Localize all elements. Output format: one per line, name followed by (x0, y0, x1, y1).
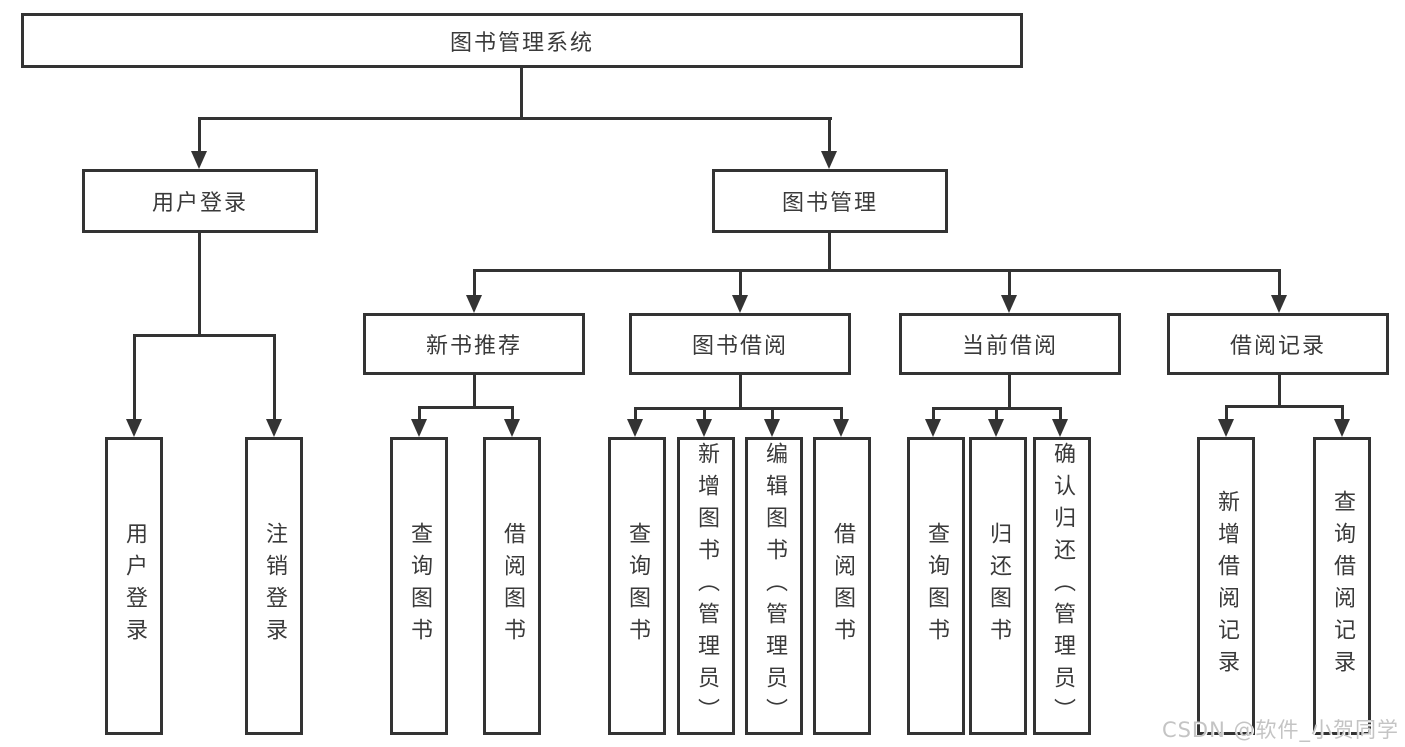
connector (198, 117, 832, 120)
connector (932, 407, 935, 422)
connector (995, 407, 998, 422)
leaf-logout: 注销登录 (245, 437, 303, 735)
connector (1225, 405, 1343, 408)
arrowhead (627, 419, 643, 437)
leaf-query-book-3: 查询图书 (907, 437, 965, 735)
connector (828, 233, 831, 272)
arrowhead (821, 151, 837, 169)
connector (828, 117, 831, 153)
connector (418, 406, 421, 422)
leaf-query-book-2-label: 查询图书 (625, 522, 650, 650)
leaf-query-book-1-label: 查询图书 (407, 522, 432, 650)
leaf-confirm-return-admin-label: 确认归还（管理员） (1050, 442, 1075, 730)
connector (511, 406, 514, 422)
connector (634, 407, 843, 410)
leaf-add-book-admin-label: 新增图书（管理员） (694, 442, 719, 730)
node-library-system: 图书管理系统 (21, 13, 1023, 68)
leaf-borrow-book-1: 借阅图书 (483, 437, 541, 735)
connector (703, 407, 706, 422)
arrowhead (925, 419, 941, 437)
arrowhead (764, 419, 780, 437)
leaf-query-book-3-label: 查询图书 (924, 522, 949, 650)
connector (198, 233, 201, 337)
connector (1341, 405, 1344, 422)
leaf-add-book-admin: 新增图书（管理员） (677, 437, 735, 735)
connector (771, 407, 774, 422)
arrowhead (1271, 295, 1287, 313)
arrowhead (732, 295, 748, 313)
arrowhead (1001, 295, 1017, 313)
leaf-add-borrow-record-label: 新增借阅记录 (1214, 490, 1239, 682)
leaf-borrow-book-2: 借阅图书 (813, 437, 871, 735)
node-new-book-recommend: 新书推荐 (363, 313, 585, 375)
connector (273, 334, 276, 422)
connector (1225, 405, 1228, 422)
connector (1278, 269, 1281, 297)
connector (840, 407, 843, 422)
leaf-query-book-1: 查询图书 (390, 437, 448, 735)
leaf-borrow-book-1-label: 借阅图书 (500, 522, 525, 650)
leaf-query-book-2: 查询图书 (608, 437, 666, 735)
connector (418, 406, 514, 409)
leaf-user-login: 用户登录 (105, 437, 163, 735)
connector (1008, 269, 1011, 297)
arrowhead (191, 151, 207, 169)
arrowhead (696, 419, 712, 437)
node-borrow-record: 借阅记录 (1167, 313, 1389, 375)
connector (739, 375, 742, 409)
leaf-query-borrow-record-label: 查询借阅记录 (1330, 490, 1355, 682)
connector (739, 269, 742, 297)
connector (133, 334, 276, 337)
connector (1278, 375, 1281, 408)
arrowhead (126, 419, 142, 437)
node-book-borrow: 图书借阅 (629, 313, 851, 375)
leaf-return-book: 归还图书 (969, 437, 1027, 735)
connector (1008, 375, 1011, 409)
node-current-borrow: 当前借阅 (899, 313, 1121, 375)
arrowhead (1052, 419, 1068, 437)
leaf-edit-book-admin-label: 编辑图书（管理员） (762, 442, 787, 730)
arrowhead (266, 419, 282, 437)
leaf-logout-label: 注销登录 (262, 522, 287, 650)
node-book-management: 图书管理 (712, 169, 948, 233)
leaf-edit-book-admin: 编辑图书（管理员） (745, 437, 803, 735)
arrowhead (1218, 419, 1234, 437)
leaf-return-book-label: 归还图书 (986, 522, 1011, 650)
arrowhead (411, 419, 427, 437)
leaf-borrow-book-2-label: 借阅图书 (830, 522, 855, 650)
leaf-add-borrow-record: 新增借阅记录 (1197, 437, 1255, 735)
connector (133, 334, 136, 422)
arrowhead (1334, 419, 1350, 437)
leaf-query-borrow-record: 查询借阅记录 (1313, 437, 1371, 735)
connector (1059, 407, 1062, 422)
connector (473, 269, 476, 297)
connector (520, 68, 523, 118)
connector (198, 117, 201, 153)
node-user-login: 用户登录 (82, 169, 318, 233)
connector (473, 269, 1281, 272)
arrowhead (466, 295, 482, 313)
leaf-user-login-label: 用户登录 (122, 522, 147, 650)
connector (634, 407, 637, 422)
connector (473, 375, 476, 409)
arrowhead (504, 419, 520, 437)
leaf-confirm-return-admin: 确认归还（管理员） (1033, 437, 1091, 735)
arrowhead (988, 419, 1004, 437)
watermark: CSDN @软件_小贺同学 (1161, 718, 1399, 742)
arrowhead (833, 419, 849, 437)
